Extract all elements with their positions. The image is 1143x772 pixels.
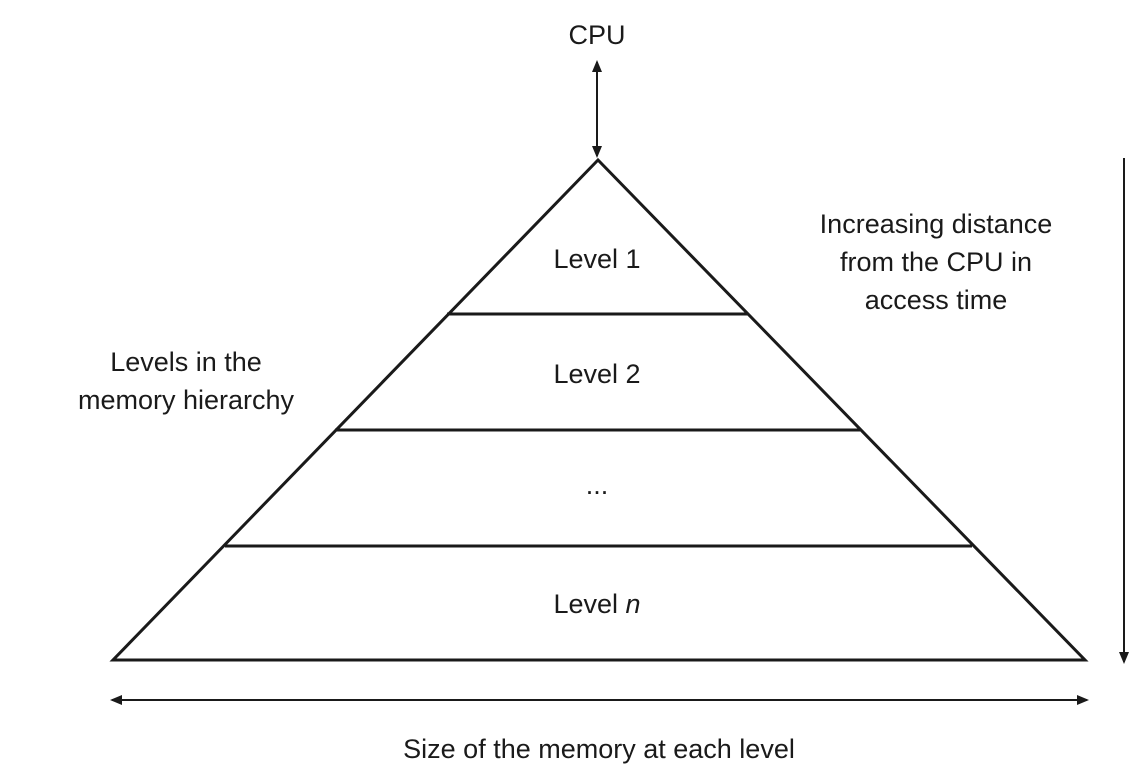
distance-from-cpu-note: Increasing distance from the CPU in acce… — [820, 205, 1053, 319]
levels-note-line-2: memory hierarchy — [77, 385, 295, 415]
level-ellipsis-label: ... — [585, 470, 609, 500]
level-n-variable: n — [625, 589, 641, 619]
distance-note-line-2: from the CPU in — [839, 247, 1033, 277]
level-n-label: Level n — [553, 585, 640, 623]
cpu-label: CPU — [568, 20, 626, 50]
distance-note-line-3: access time — [864, 285, 1008, 315]
levels-in-hierarchy-note: Levels in the memory hierarchy — [78, 343, 294, 419]
levels-note-line-1: Levels in the — [110, 347, 262, 377]
pyramid-outline — [109, 157, 1089, 662]
level-2-label: Level 2 — [553, 359, 641, 389]
memory-size-note: Size of the memory at each level — [403, 734, 795, 764]
level-n-text: Level — [553, 589, 626, 619]
level-1-label: Level 1 — [553, 244, 641, 274]
distance-note-line-1: Increasing distance — [819, 209, 1053, 239]
